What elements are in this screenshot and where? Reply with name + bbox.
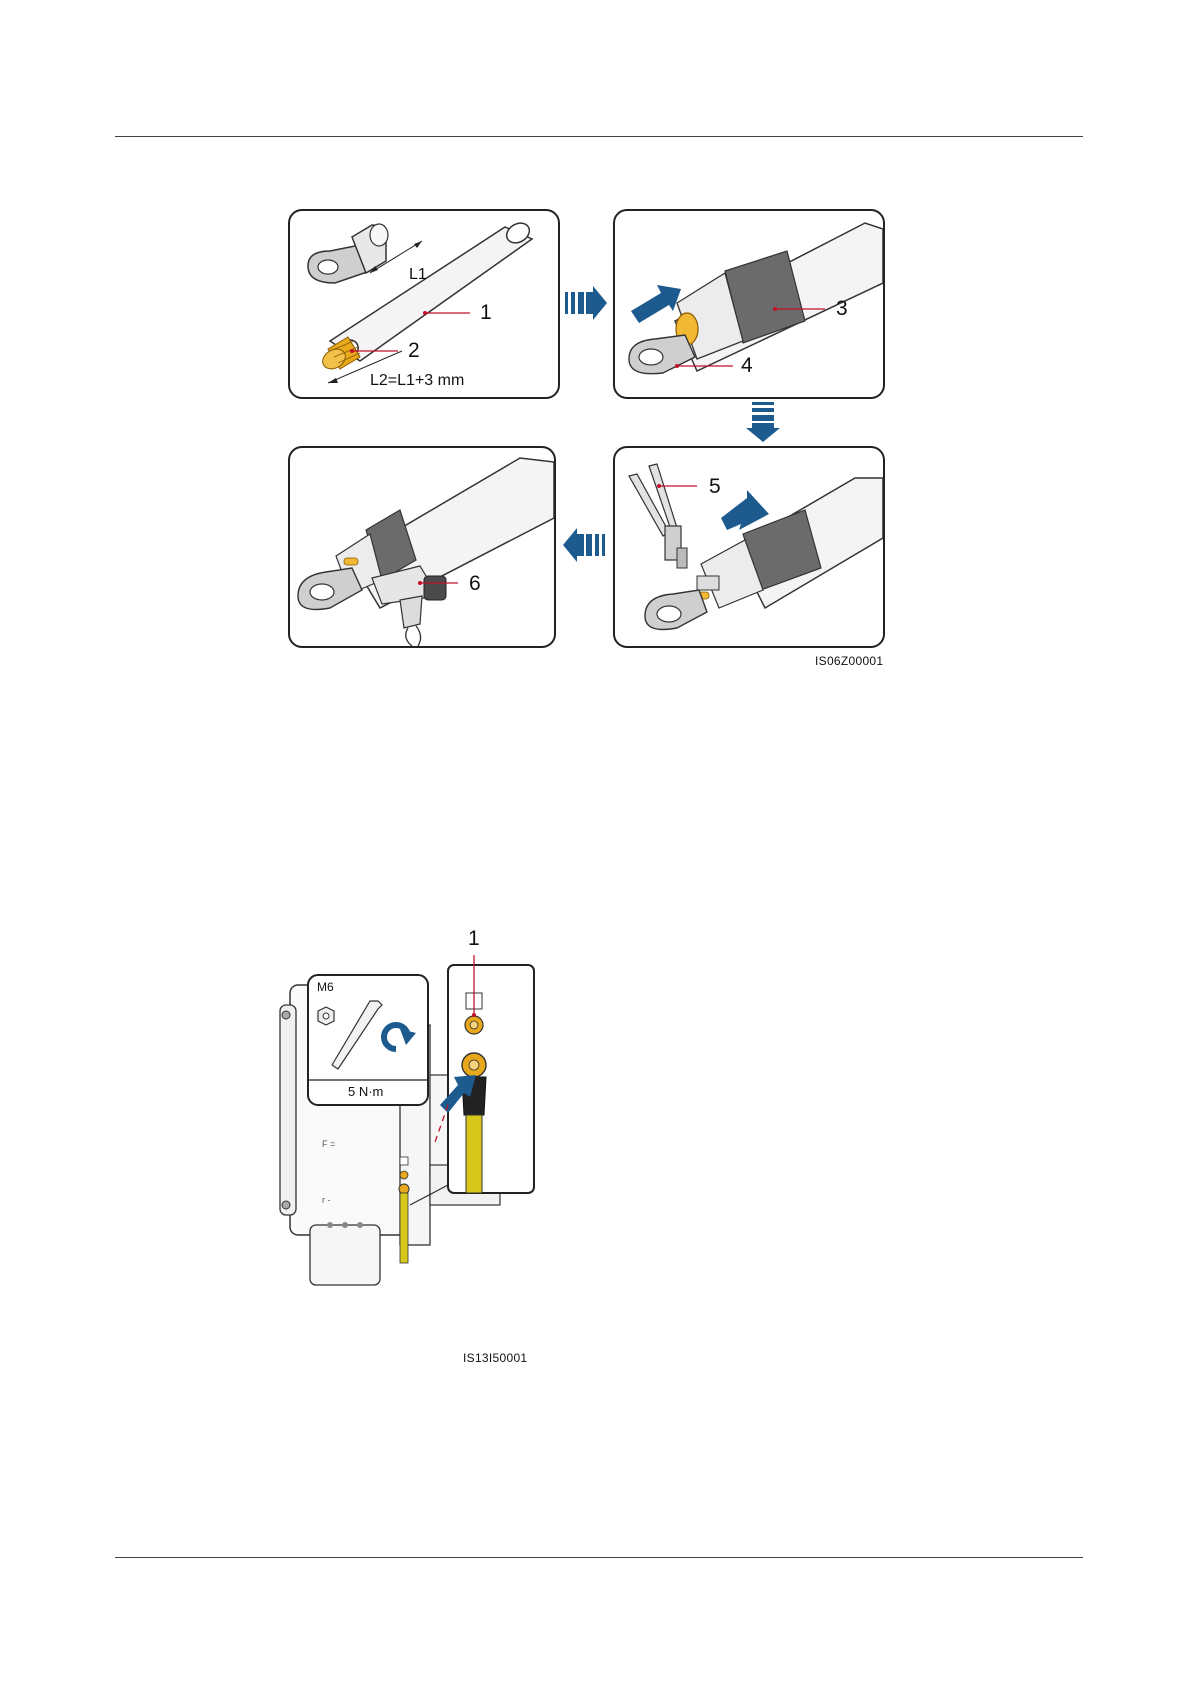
callout-1: 1 [480, 302, 492, 323]
ground-wire-icon [400, 1193, 408, 1263]
callout-3: 3 [836, 298, 848, 319]
push-arrow-icon [721, 490, 769, 530]
push-arrow-icon [631, 285, 681, 323]
dimension-l1-label: L1 [409, 267, 427, 283]
callout-6: 6 [469, 573, 481, 594]
step-strip-cable-panel: L1 1 2 L2=L1+3 mm [288, 209, 560, 399]
left-arrow-icon [563, 528, 605, 562]
svg-text:r -: r - [322, 1195, 331, 1205]
header-rule [115, 136, 1083, 137]
torque-label: 5 N·m [348, 1085, 383, 1098]
down-arrow-icon [746, 402, 780, 442]
step-heat-shrink-panel: 6 [288, 446, 556, 648]
heat-gun-illustration [290, 448, 554, 646]
step-crimp-panel: 5 [613, 446, 885, 648]
ground-connection-figure: F = r - 1 M6 5 N·m [270, 925, 540, 1325]
svg-text:F =: F = [322, 1139, 335, 1149]
strip-cable-illustration [290, 211, 558, 397]
bolt-size-label: M6 [317, 981, 334, 993]
callout-2: 2 [408, 340, 420, 361]
bottom-connector-icon [310, 1225, 380, 1285]
right-arrow-icon [565, 286, 607, 320]
inverter-side-view: F = r - [270, 925, 540, 1325]
crimp-illustration [615, 448, 883, 646]
step-insert-lug-panel: 3 4 [613, 209, 885, 399]
callout-5: 5 [709, 476, 721, 497]
figure-code: IS13I50001 [463, 1351, 527, 1365]
ground-wire-icon [466, 1115, 482, 1193]
callout-4: 4 [741, 355, 753, 376]
callout-1: 1 [468, 928, 480, 949]
footer-rule [115, 1557, 1083, 1558]
crimping-tool-icon [629, 464, 687, 568]
dimension-l2-label: L2=L1+3 mm [370, 373, 464, 389]
ring-terminal-icon [308, 224, 388, 283]
figure-code: IS06Z00001 [815, 654, 883, 668]
